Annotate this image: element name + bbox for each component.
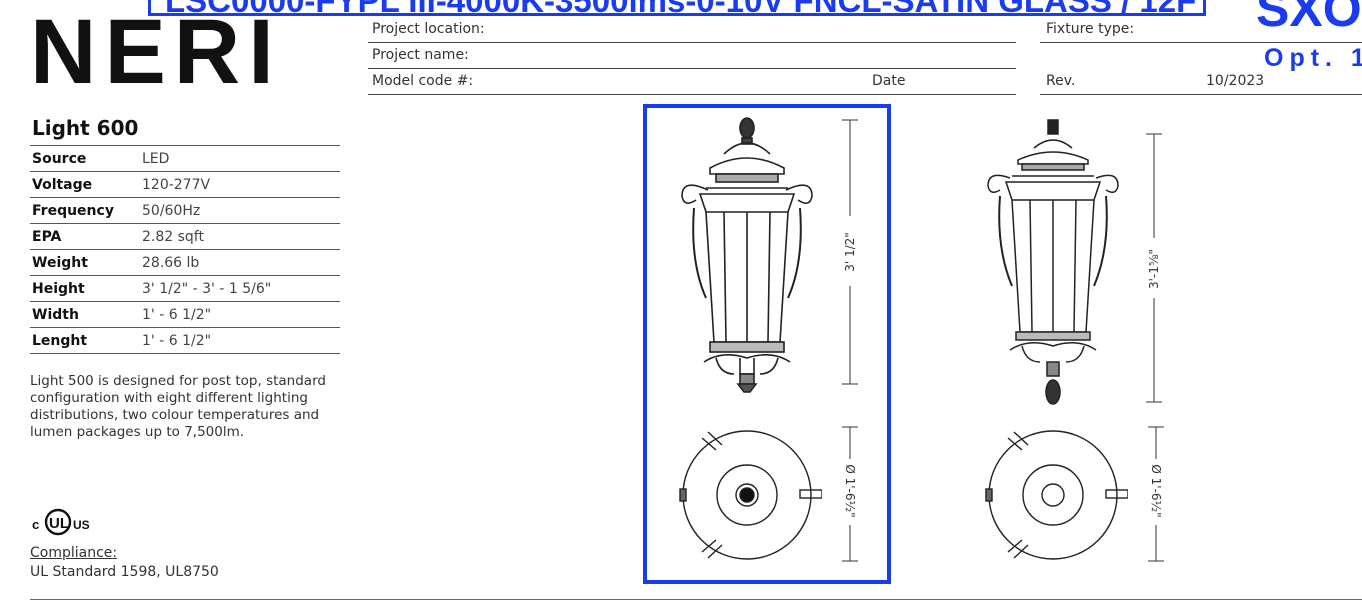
- fixture-type-row: Fixture type:: [1040, 18, 1362, 43]
- project-location-row: Project location:: [368, 18, 1016, 43]
- spec-value: 1' - 6 1/2": [140, 327, 340, 354]
- product-title: Light 600: [32, 116, 139, 140]
- option-label: Opt. 1: [1264, 44, 1362, 72]
- lantern-side-view-alt-icon: [987, 119, 1119, 405]
- revision-row: Rev. 10/2023: [1040, 70, 1362, 95]
- product-description: Light 500 is designed for post top, stan…: [30, 373, 326, 440]
- svg-text:c: c: [32, 517, 39, 532]
- height-dimension-line-alt: [1146, 133, 1162, 403]
- height-dimension-line: [842, 119, 858, 385]
- rev-value: 10/2023: [1206, 73, 1265, 89]
- spec-value: 50/60Hz: [140, 197, 340, 224]
- right-diameter-dimension: Ø 1'-6½": [1149, 464, 1163, 518]
- compliance-label: Compliance:: [30, 545, 118, 561]
- spec-value: 1' - 6 1/2": [140, 301, 340, 328]
- svg-text:UL: UL: [49, 515, 69, 532]
- spec-value: 28.66 lb: [140, 249, 340, 276]
- lantern-side-view-icon: [681, 117, 813, 393]
- spec-key: Lenght: [30, 327, 140, 354]
- spec-key: Width: [30, 301, 140, 328]
- svg-text:US: US: [73, 518, 90, 532]
- model-code-label: Model code #:: [372, 73, 474, 89]
- footer-divider: [30, 599, 1362, 600]
- diameter-dimension-line-alt: [1148, 426, 1164, 562]
- ul-certification-icon: c UL US: [32, 508, 90, 536]
- project-name-row: Project name:: [368, 44, 1016, 69]
- spec-value: 3' 1/2" - 3' - 1 5/6": [140, 275, 340, 302]
- brand-logo: NERI: [30, 1, 282, 103]
- project-name-label: Project name:: [372, 47, 469, 63]
- date-label: Date: [872, 73, 906, 89]
- lantern-top-view-icon: [679, 430, 822, 560]
- document-title-banner: LSC0000-FYPL III-4000K-3500lms-0-10V FNC…: [148, 0, 1206, 16]
- spec-key: Weight: [30, 249, 140, 276]
- fixture-type-label: Fixture type:: [1046, 21, 1135, 37]
- spec-key: Frequency: [30, 197, 140, 224]
- lantern-top-view-alt-icon: [985, 430, 1128, 560]
- document-title: LSC0000-FYPL III-4000K-3500lms-0-10V FNC…: [165, 0, 1203, 13]
- diameter-dimension-line: [842, 426, 858, 562]
- model-code-row: Model code #: Date: [368, 70, 1016, 95]
- spec-key: Height: [30, 275, 140, 302]
- left-height-dimension: 3' 1/2": [843, 232, 857, 272]
- rev-label: Rev.: [1046, 73, 1076, 89]
- fixture-code: SXO: [1256, 0, 1362, 37]
- spec-key: EPA: [30, 223, 140, 250]
- spec-key: Voltage: [30, 171, 140, 198]
- spec-key: Source: [30, 145, 140, 172]
- left-diameter-dimension: Ø 1'-6½": [843, 464, 857, 518]
- right-height-dimension: 3'-1⅝": [1147, 248, 1161, 290]
- spec-value: LED: [140, 145, 340, 172]
- spec-value: 120-277V: [140, 171, 340, 198]
- compliance-text: UL Standard 1598, UL8750: [30, 564, 219, 580]
- project-location-label: Project location:: [372, 21, 485, 37]
- selected-option-frame: [643, 104, 891, 584]
- spec-value: 2.82 sqft: [140, 223, 340, 250]
